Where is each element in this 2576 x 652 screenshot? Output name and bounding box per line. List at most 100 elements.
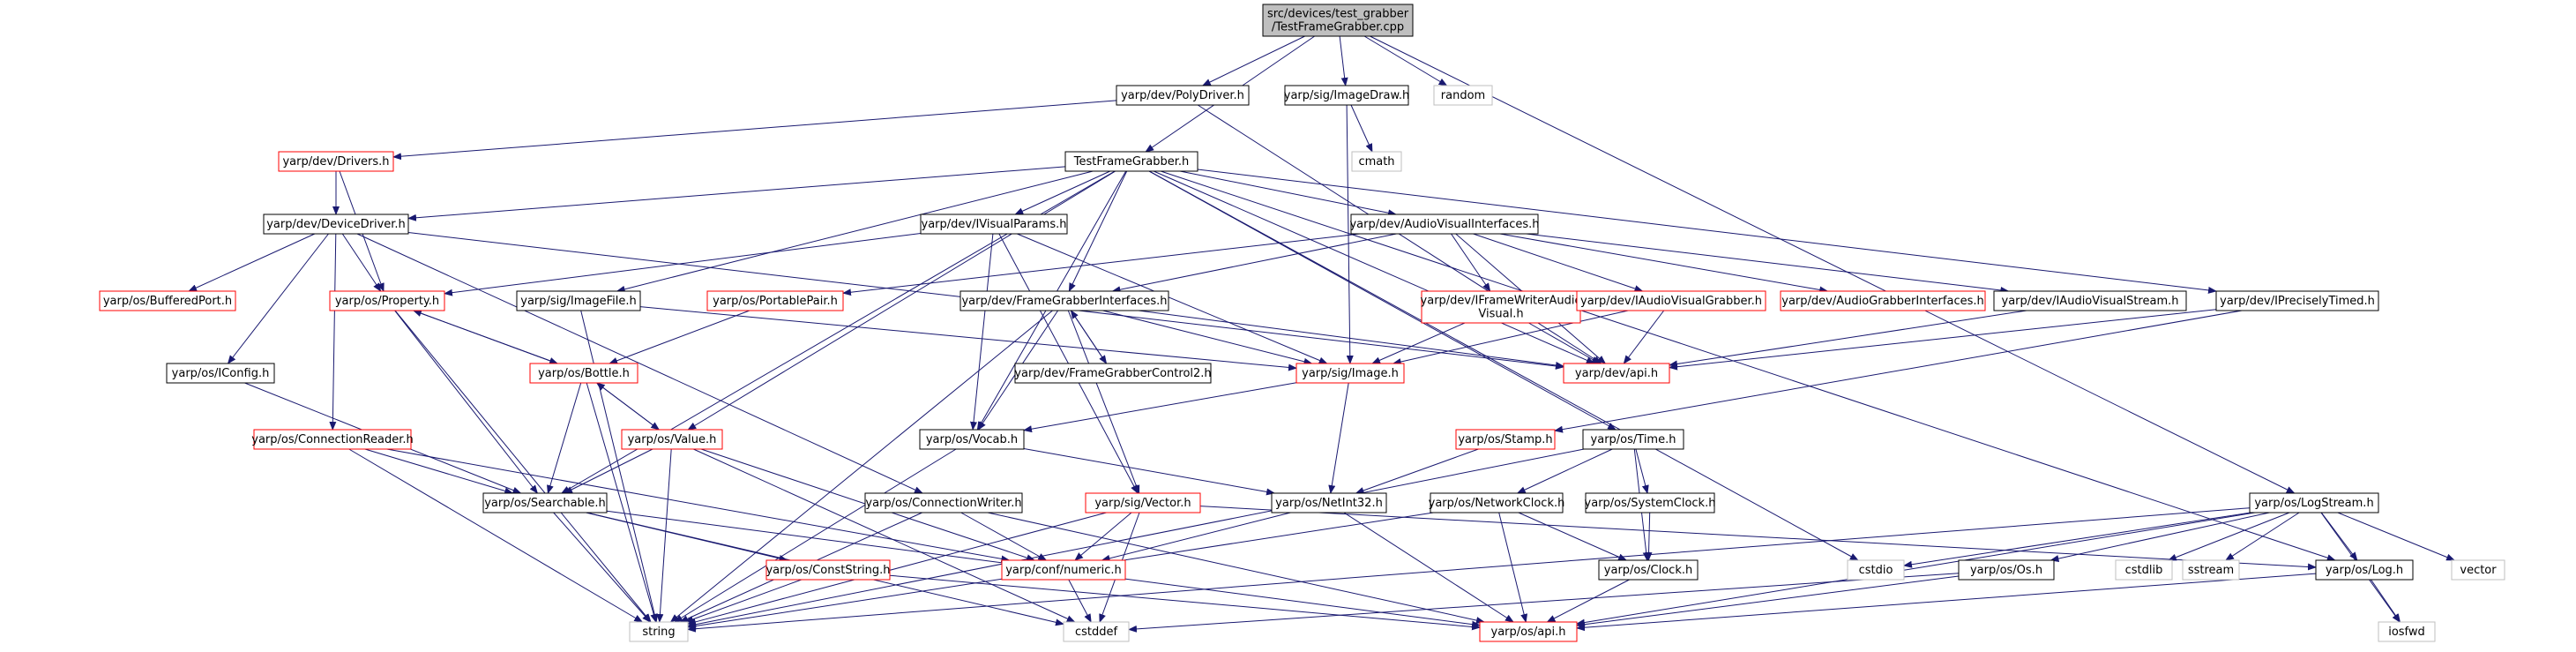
node-bottle[interactable]: yarp/os/Bottle.h [529,363,638,384]
edge-bottle-to-searchable [547,382,582,494]
node-vocab[interactable]: yarp/os/Vocab.h [919,429,1025,450]
edge-root-to-logstream [1370,35,2296,494]
node-sstream[interactable]: sstream [2182,559,2240,581]
node-drivers[interactable]: yarp/dev/Drivers.h [278,151,394,172]
node-ivisualparams[interactable]: yarp/dev/IVisualParams.h [920,214,1068,235]
node-tfg[interactable]: TestFrameGrabber.h [1064,151,1198,172]
node-label-imagedraw: yarp/sig/ImageDraw.h [1284,89,1410,102]
node-box-networkclock [1430,492,1564,513]
node-label-portablepair: yarp/os/PortablePair.h [713,295,838,308]
node-devapi[interactable]: yarp/dev/api.h [1563,363,1670,384]
node-stamp[interactable]: yarp/os/Stamp.h [1455,429,1556,450]
node-label-property: yarp/os/Property.h [335,295,439,308]
node-label-root-line1: src/devices/test_grabber [1267,8,1409,21]
node-image[interactable]: yarp/sig/Image.h [1295,363,1405,384]
node-label-ivisualparams: yarp/dev/IVisualParams.h [922,218,1067,231]
node-random[interactable]: random [1433,85,1493,106]
edge-time-to-string [687,448,1585,628]
node-os[interactable]: yarp/os/Os.h [1958,559,2055,581]
node-box-sstream [2182,559,2240,581]
node-iconfig[interactable]: yarp/os/IConfig.h [166,363,275,384]
node-box-systemclock [1585,492,1715,513]
node-imagedraw[interactable]: yarp/sig/ImageDraw.h [1284,85,1410,106]
node-polydriver[interactable]: yarp/dev/PolyDriver.h [1116,85,1250,106]
node-systemclock[interactable]: yarp/os/SystemClock.h [1585,492,1716,513]
node-logstream[interactable]: yarp/os/LogStream.h [2249,492,2379,513]
node-label-iavgrabber: yarp/dev/IAudioVisualGrabber.h [1580,295,1762,308]
node-box-cstdlib [2115,559,2173,581]
edge-clock-to-osapi [1546,579,1630,623]
node-box-property [329,290,445,311]
edge-portablepair-to-bottle [609,310,750,364]
node-avinterfaces[interactable]: yarp/dev/AudioVisualInterfaces.h [1349,214,1540,235]
node-vector[interactable]: yarp/sig/Vector.h [1085,492,1201,513]
edge-root-to-polydriver [1201,35,1305,86]
node-imagefile[interactable]: yarp/sig/ImageFile.h [516,290,641,311]
node-audiograbberint[interactable]: yarp/dev/AudioGrabberInterfaces.h [1780,290,1986,311]
node-iprecisely[interactable]: yarp/dev/IPreciselyTimed.h [2215,290,2379,311]
node-box-cmath [1351,151,1402,172]
node-connwriter[interactable]: yarp/os/ConnectionWriter.h [864,492,1023,513]
edge-logstream-to-os [2050,512,2270,562]
edge-value-to-bottle [595,382,660,431]
edge-networkclock-to-clock [1518,512,1628,561]
node-portablepair[interactable]: yarp/os/PortablePair.h [706,290,844,311]
edge-time-to-networkclock [1516,448,1613,494]
node-cstdio[interactable]: cstdio [1847,559,1905,581]
node-label-fgcontrol2: yarp/dev/FrameGrabberControl2.h [1014,367,1211,380]
node-box-devicedriver [263,214,409,235]
node-connreader[interactable]: yarp/os/ConnectionReader.h [251,429,414,450]
node-iosfwd[interactable]: iosfwd [2378,621,2436,642]
edge-tfg-to-cstdio [1148,170,1859,561]
node-label-systemclock: yarp/os/SystemClock.h [1585,497,1716,510]
node-searchable[interactable]: yarp/os/Searchable.h [482,492,608,513]
node-cstddef[interactable]: cstddef [1063,621,1130,642]
node-numeric[interactable]: yarp/conf/numeric.h [1001,559,1126,581]
edge-imagefile-to-image [639,306,1297,371]
node-netint32[interactable]: yarp/os/NetInt32.h [1271,492,1387,513]
node-string[interactable]: string [629,621,689,642]
node-label-avinterfaces: yarp/dev/AudioVisualInterfaces.h [1349,218,1539,231]
edge-fgcontrol2-to-fginterfaces [1070,310,1108,364]
node-osapi[interactable]: yarp/os/api.h [1479,621,1578,642]
node-box-image [1295,363,1405,384]
node-cmath[interactable]: cmath [1351,151,1402,172]
node-label-osapi: yarp/os/api.h [1491,626,1566,639]
node-label-image: yarp/sig/Image.h [1302,367,1399,380]
node-iavstream[interactable]: yarp/dev/IAudioVisualStream.h [1993,290,2187,311]
node-box-avinterfaces [1350,214,1539,235]
node-log[interactable]: yarp/os/Log.h [2315,559,2414,581]
node-box-audiograbberint [1780,290,1986,311]
node-fginterfaces[interactable]: yarp/dev/FrameGrabberInterfaces.h [959,290,1169,311]
node-label-iframewriter-line1: yarp/dev/IFrameWriterAudio [1421,295,1582,308]
edge-vocab-to-string [674,448,957,623]
node-box-connwriter [864,492,1023,513]
edge-tfg-to-avinterfaces [1179,170,1397,217]
node-box-logstream [2249,492,2379,513]
node-vectorstd[interactable]: vector [2451,559,2505,581]
node-box-cstddef [1063,621,1130,642]
edge-time-to-systemclock [1635,448,1649,494]
node-networkclock[interactable]: yarp/os/NetworkClock.h [1429,492,1565,513]
node-label-bufferedport: yarp/os/BufferedPort.h [103,295,232,308]
node-cstdlib[interactable]: cstdlib [2115,559,2173,581]
node-bufferedport[interactable]: yarp/os/BufferedPort.h [99,290,236,311]
node-clock[interactable]: yarp/os/Clock.h [1598,559,1699,581]
edge-bottle-to-property [412,310,558,364]
node-root[interactable]: src/devices/test_grabber/TestFrameGrabbe… [1262,4,1414,37]
node-conststring[interactable]: yarp/os/ConstString.h [765,559,891,581]
node-fgcontrol2[interactable]: yarp/dev/FrameGrabberControl2.h [1014,363,1212,384]
edge-numeric-to-cstddef [1068,579,1092,623]
node-value[interactable]: yarp/os/Value.h [621,429,723,450]
node-property[interactable]: yarp/os/Property.h [329,290,445,311]
node-box-time [1582,429,1684,450]
node-box-fgcontrol2 [1014,363,1212,384]
node-box-value [621,429,723,450]
node-devicedriver[interactable]: yarp/dev/DeviceDriver.h [263,214,409,235]
node-time[interactable]: yarp/os/Time.h [1582,429,1684,450]
edge-vocab-to-netint32 [1023,448,1276,496]
node-iavgrabber[interactable]: yarp/dev/IAudioVisualGrabber.h [1576,290,1766,311]
edge-avinterfaces-to-iavgrabber [1473,233,1644,292]
edge-iframewriter-to-image [1371,322,1466,364]
